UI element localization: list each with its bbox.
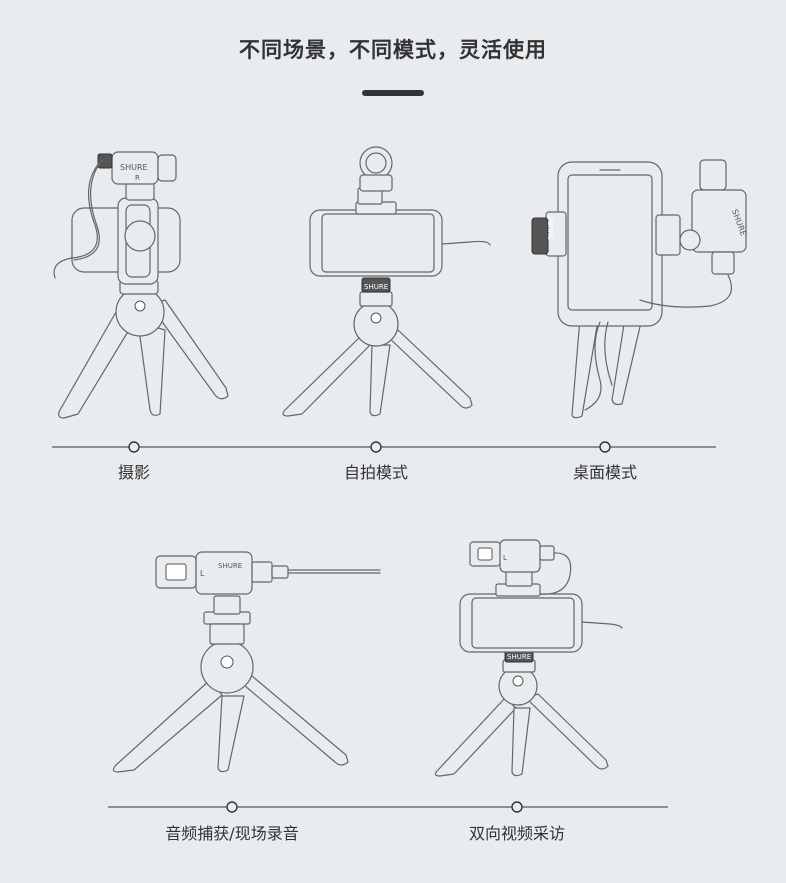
title-underline [362,90,424,96]
timeline-dot-desktop [599,441,611,453]
timeline-dot-interview [511,801,523,813]
svg-text:SHURE: SHURE [507,653,531,661]
timeline-dot-audio [226,801,238,813]
scene-label-photography: 摄影 [117,463,151,482]
timeline-dot-photo [128,441,140,453]
timeline-dot-selfie [370,441,382,453]
scene-desktop-illustration: SHURE SHURE [531,159,748,419]
scene-label-audio-capture: 音频捕获/现场录音 [165,824,299,843]
scene-label-desktop: 桌面模式 [572,463,638,482]
scene-photography-illustration: SHURE R [53,151,229,419]
scene-label-interview: 双向视频采访 [468,824,566,843]
scene-interview-illustration: SHURE L [434,539,623,777]
page-title: 不同场景，不同模式，灵活使用 [239,38,547,62]
mic-channel-l: L [200,569,205,578]
svg-text:SHURE: SHURE [364,283,388,291]
mic-brand-text: SHURE [120,163,148,172]
scene-audio-capture-illustration: L SHURE [112,551,381,773]
scene-selfie-illustration: SHURE [282,146,491,417]
svg-text:L: L [503,554,507,562]
svg-text:SHURE: SHURE [547,216,555,240]
scene-label-selfie: 自拍模式 [343,463,409,482]
mic-channel-r: R [135,174,140,182]
svg-text:SHURE: SHURE [218,562,242,570]
